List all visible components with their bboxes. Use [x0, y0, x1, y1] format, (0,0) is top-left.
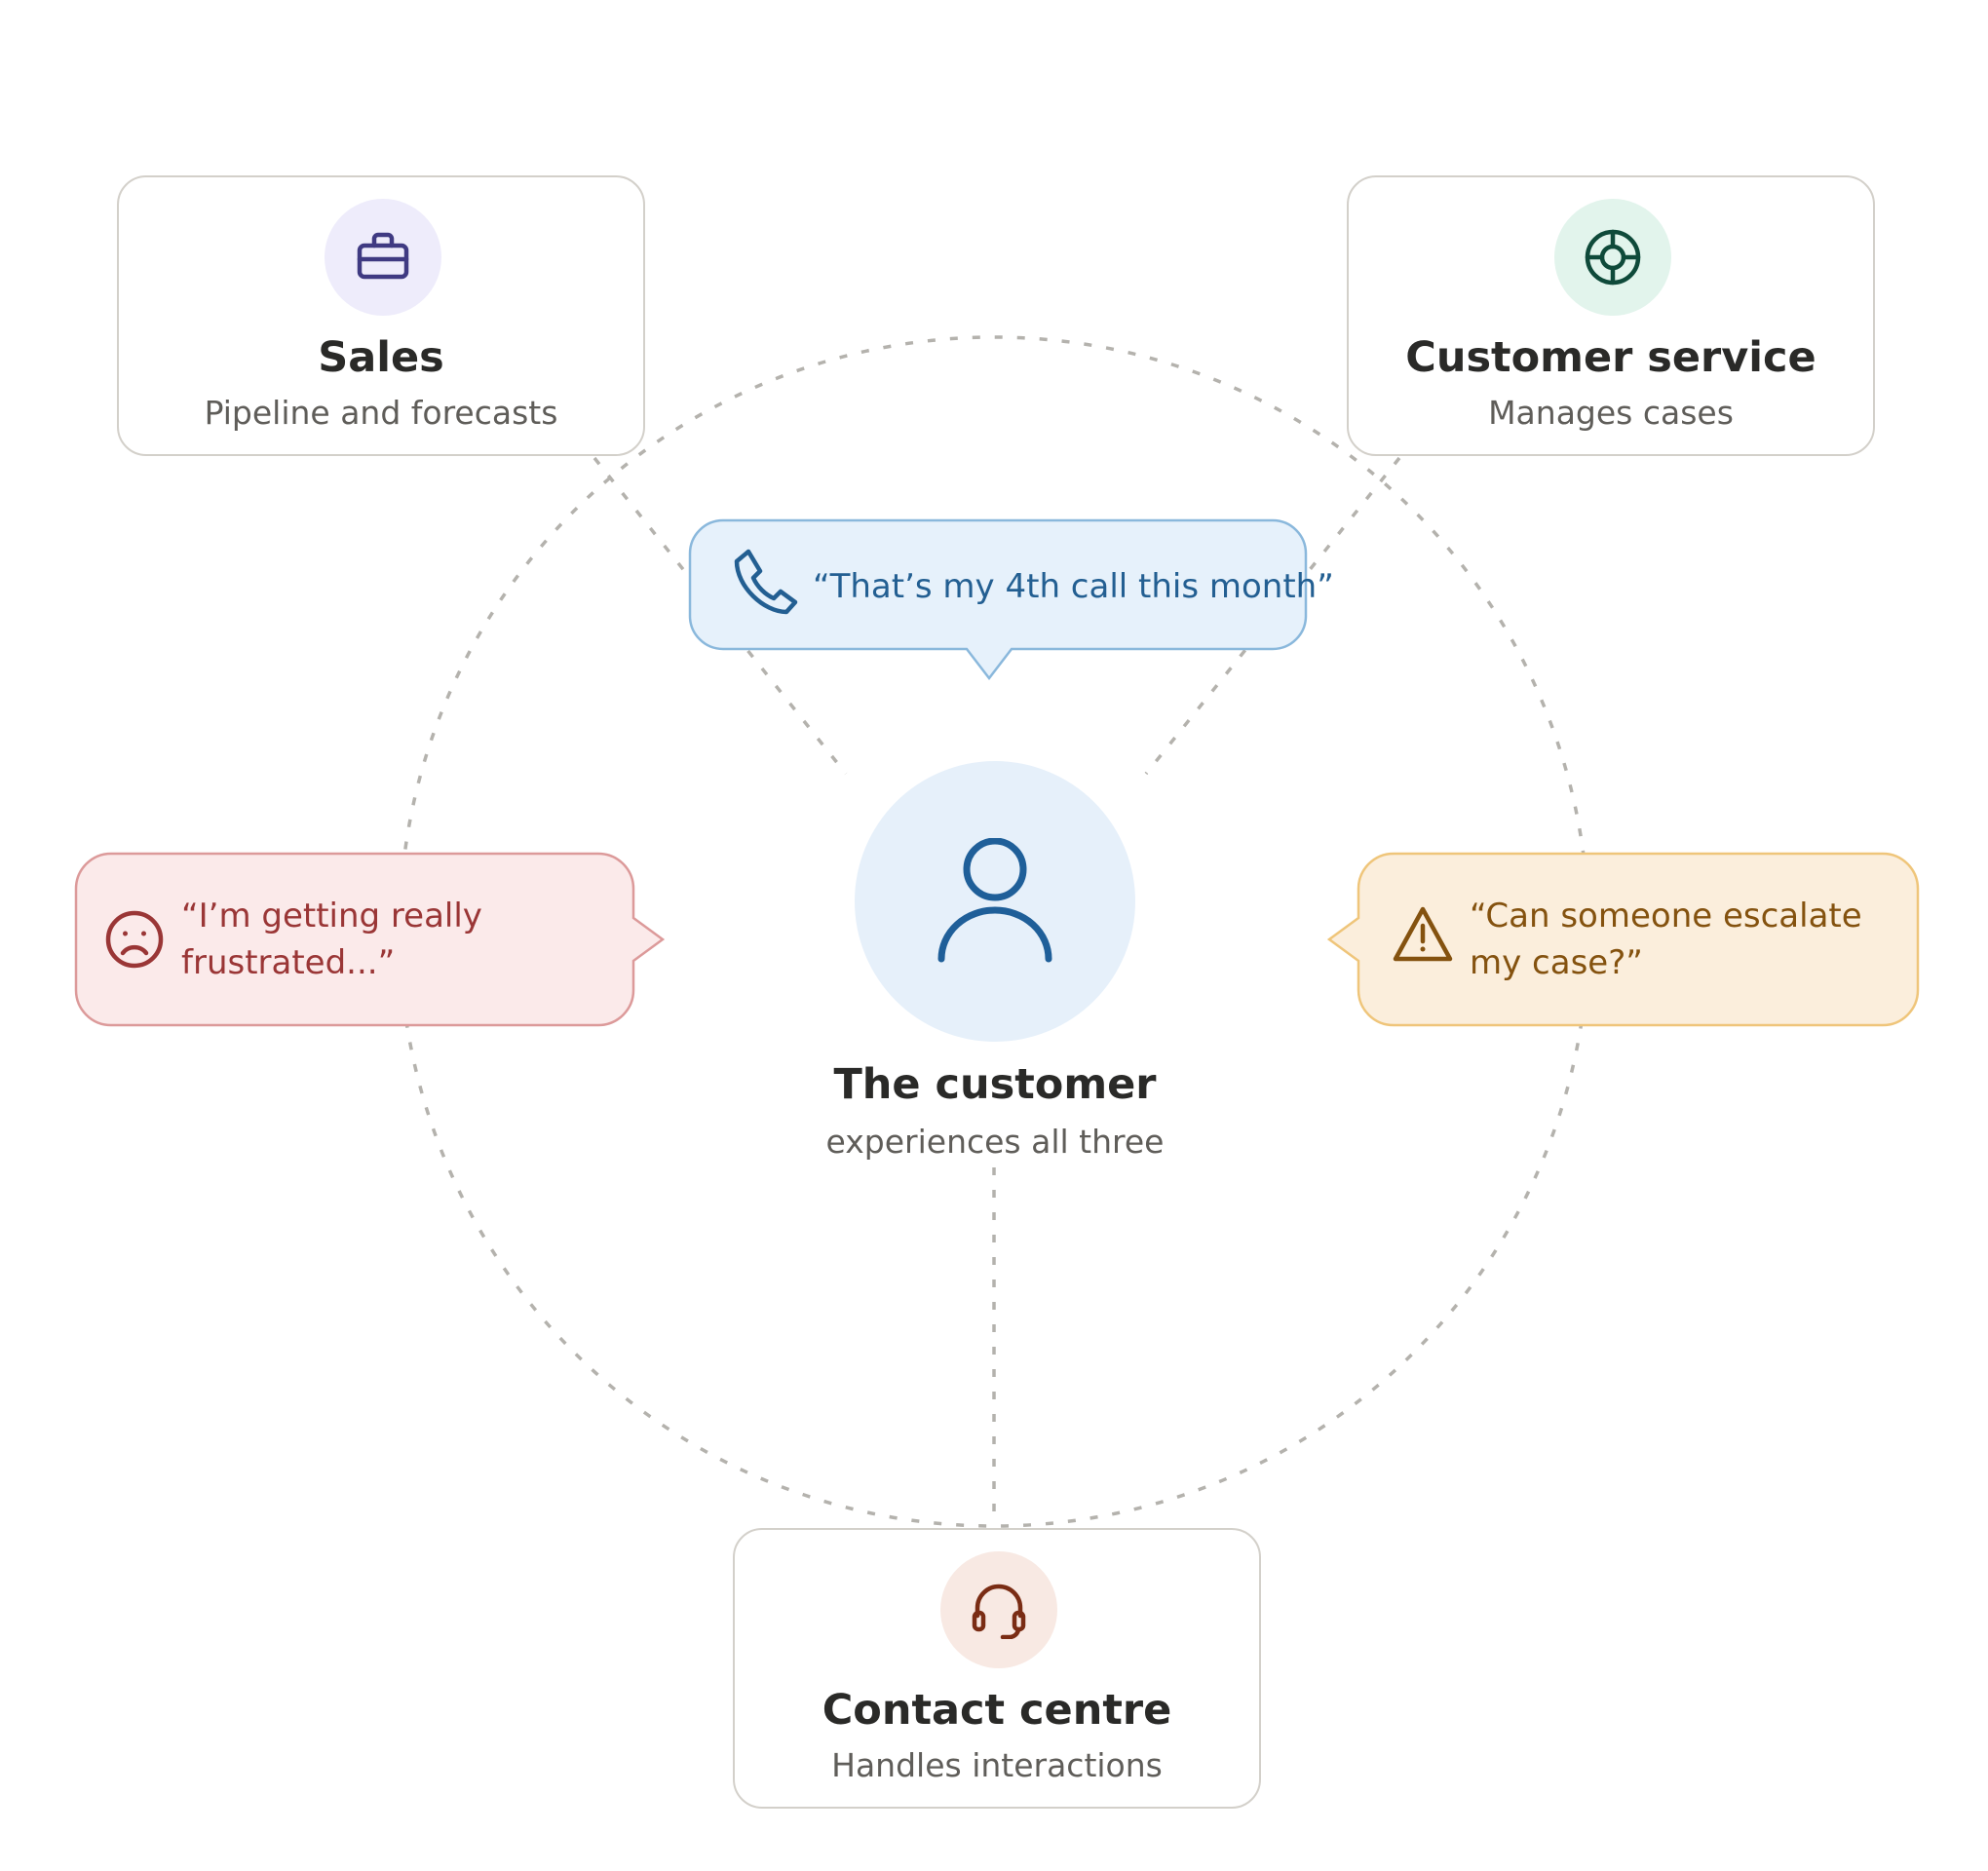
card-subtitle: Manages cases	[1488, 394, 1734, 432]
customer-subtitle: experiences all three	[825, 1123, 1165, 1161]
bubble-left-quote: “I’m getting really frustrated...”	[181, 897, 482, 982]
briefcase-icon	[357, 232, 409, 280]
card-contact-centre: Contact centre Handles interactions	[733, 1528, 1261, 1809]
card-title: Sales	[318, 333, 444, 382]
target-icon	[1585, 229, 1641, 286]
sad-face-icon	[105, 910, 164, 969]
contact-centre-icon-badge	[940, 1551, 1057, 1668]
warning-icon	[1393, 906, 1453, 962]
card-title: Contact centre	[822, 1686, 1172, 1735]
customer-service-icon-badge	[1554, 199, 1671, 316]
card-title: Customer service	[1405, 333, 1816, 382]
bubble-right-shape	[1326, 852, 1920, 1027]
phone-icon	[734, 549, 798, 615]
bubble-left-shape	[74, 852, 666, 1027]
bubble-top-shape	[688, 518, 1308, 681]
customer-avatar	[855, 761, 1135, 1042]
card-sales: Sales Pipeline and forecasts	[117, 175, 645, 456]
bubble-top-quote: “That’s my 4th call this month”	[813, 567, 1334, 606]
sales-icon-badge	[325, 199, 441, 316]
card-subtitle: Handles interactions	[831, 1746, 1163, 1784]
card-subtitle: Pipeline and forecasts	[204, 394, 558, 432]
person-icon	[937, 838, 1052, 963]
customer-title: The customer	[833, 1060, 1157, 1109]
headset-icon	[972, 1584, 1026, 1639]
card-customer-service: Customer service Manages cases	[1347, 175, 1875, 456]
bubble-right-quote: “Can someone escalate my case?”	[1470, 897, 1862, 982]
